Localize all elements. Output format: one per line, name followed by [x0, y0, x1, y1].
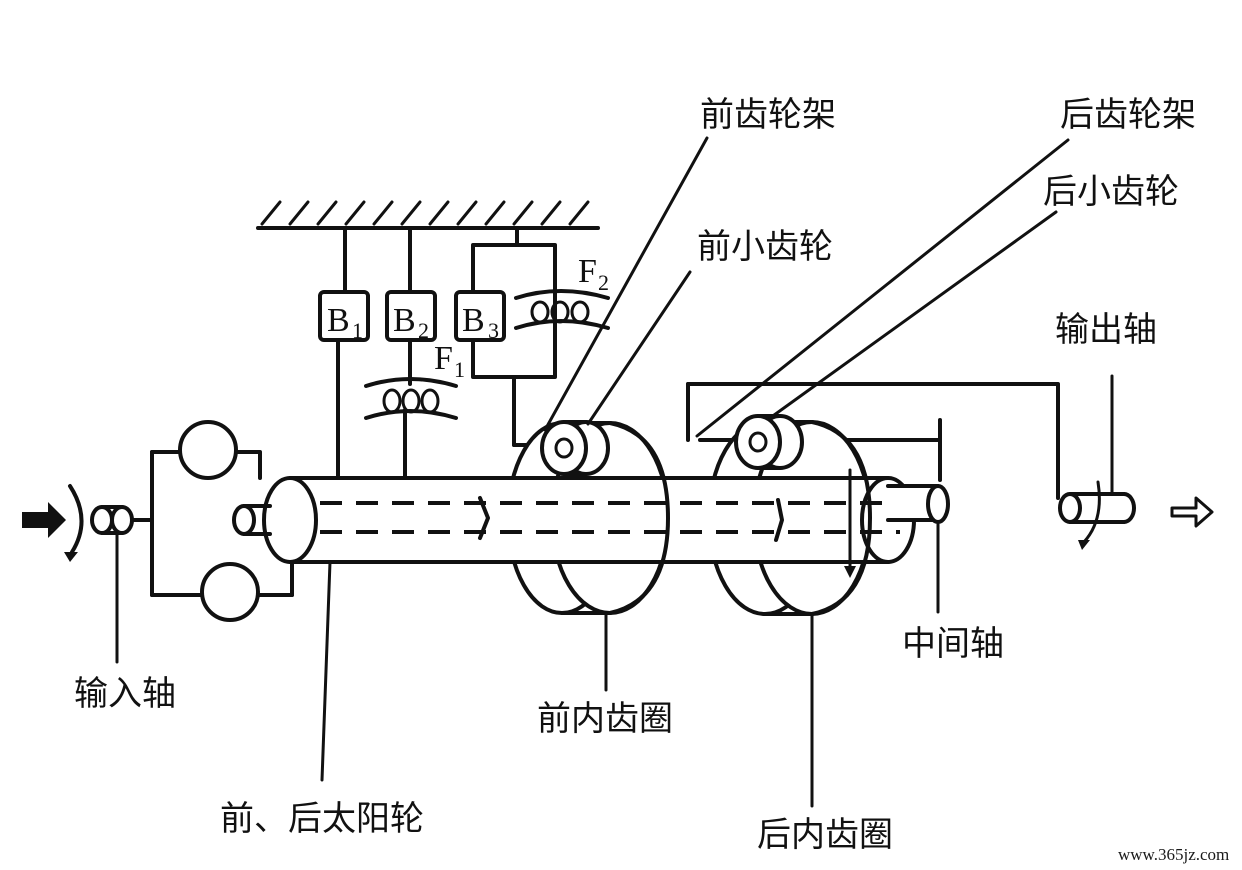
middle-shaft-label: 中间轴 — [902, 624, 1004, 664]
one-way-clutch-f2: F 2 — [514, 253, 610, 330]
hollow-arrow-right-icon — [1170, 496, 1214, 528]
sun-gear-shaft — [232, 476, 916, 564]
intermediate-shaft — [886, 484, 950, 614]
front-ring-label: 前内齿圈 — [537, 699, 673, 739]
brake-b3: B 3 — [454, 226, 557, 447]
one-way-clutch-f1: F 1 — [364, 340, 465, 420]
input-clutches — [150, 420, 294, 622]
f2-label: F — [578, 253, 597, 290]
b3-subscript: 3 — [488, 318, 499, 343]
sun-gears-label: 前、后太阳轮 — [220, 799, 424, 839]
housing-ground — [256, 200, 600, 230]
output-shaft — [1058, 374, 1214, 550]
front-planet-gear — [540, 420, 610, 476]
watermark: www.365jz.com — [1118, 845, 1229, 864]
front-planet-label: 前小齿轮 — [697, 227, 833, 267]
b2-subscript: 2 — [418, 318, 429, 343]
rear-planet-label: 后小齿轮 — [1043, 172, 1179, 212]
f1-label: F — [434, 340, 453, 377]
input-shaft-label: 输入轴 — [74, 674, 176, 714]
leader-lines — [320, 136, 1070, 808]
b1-subscript: 1 — [352, 318, 363, 343]
solid-arrow-right-icon — [22, 502, 66, 538]
front-carrier-label: 前齿轮架 — [700, 95, 836, 135]
brake-b1: B 1 — [318, 226, 370, 480]
labels: 前齿轮架 后齿轮架 后小齿轮 前小齿轮 输出轴 输入轴 前、后太阳轮 前内齿圈 … — [74, 95, 1229, 864]
rear-carrier-label: 后齿轮架 — [1060, 95, 1196, 135]
b3-label: B — [462, 302, 485, 339]
ring-gear-front-faces — [608, 420, 872, 616]
rear-planet-gear — [734, 414, 804, 470]
brake-b2: B 2 — [385, 226, 437, 480]
f1-subscript: 1 — [454, 357, 465, 382]
f2-subscript: 2 — [598, 270, 609, 295]
b2-label: B — [393, 302, 416, 339]
b1-label: B — [327, 302, 350, 339]
output-shaft-label: 输出轴 — [1055, 310, 1157, 350]
input-side — [22, 484, 154, 664]
rear-ring-label: 后内齿圈 — [757, 815, 893, 855]
